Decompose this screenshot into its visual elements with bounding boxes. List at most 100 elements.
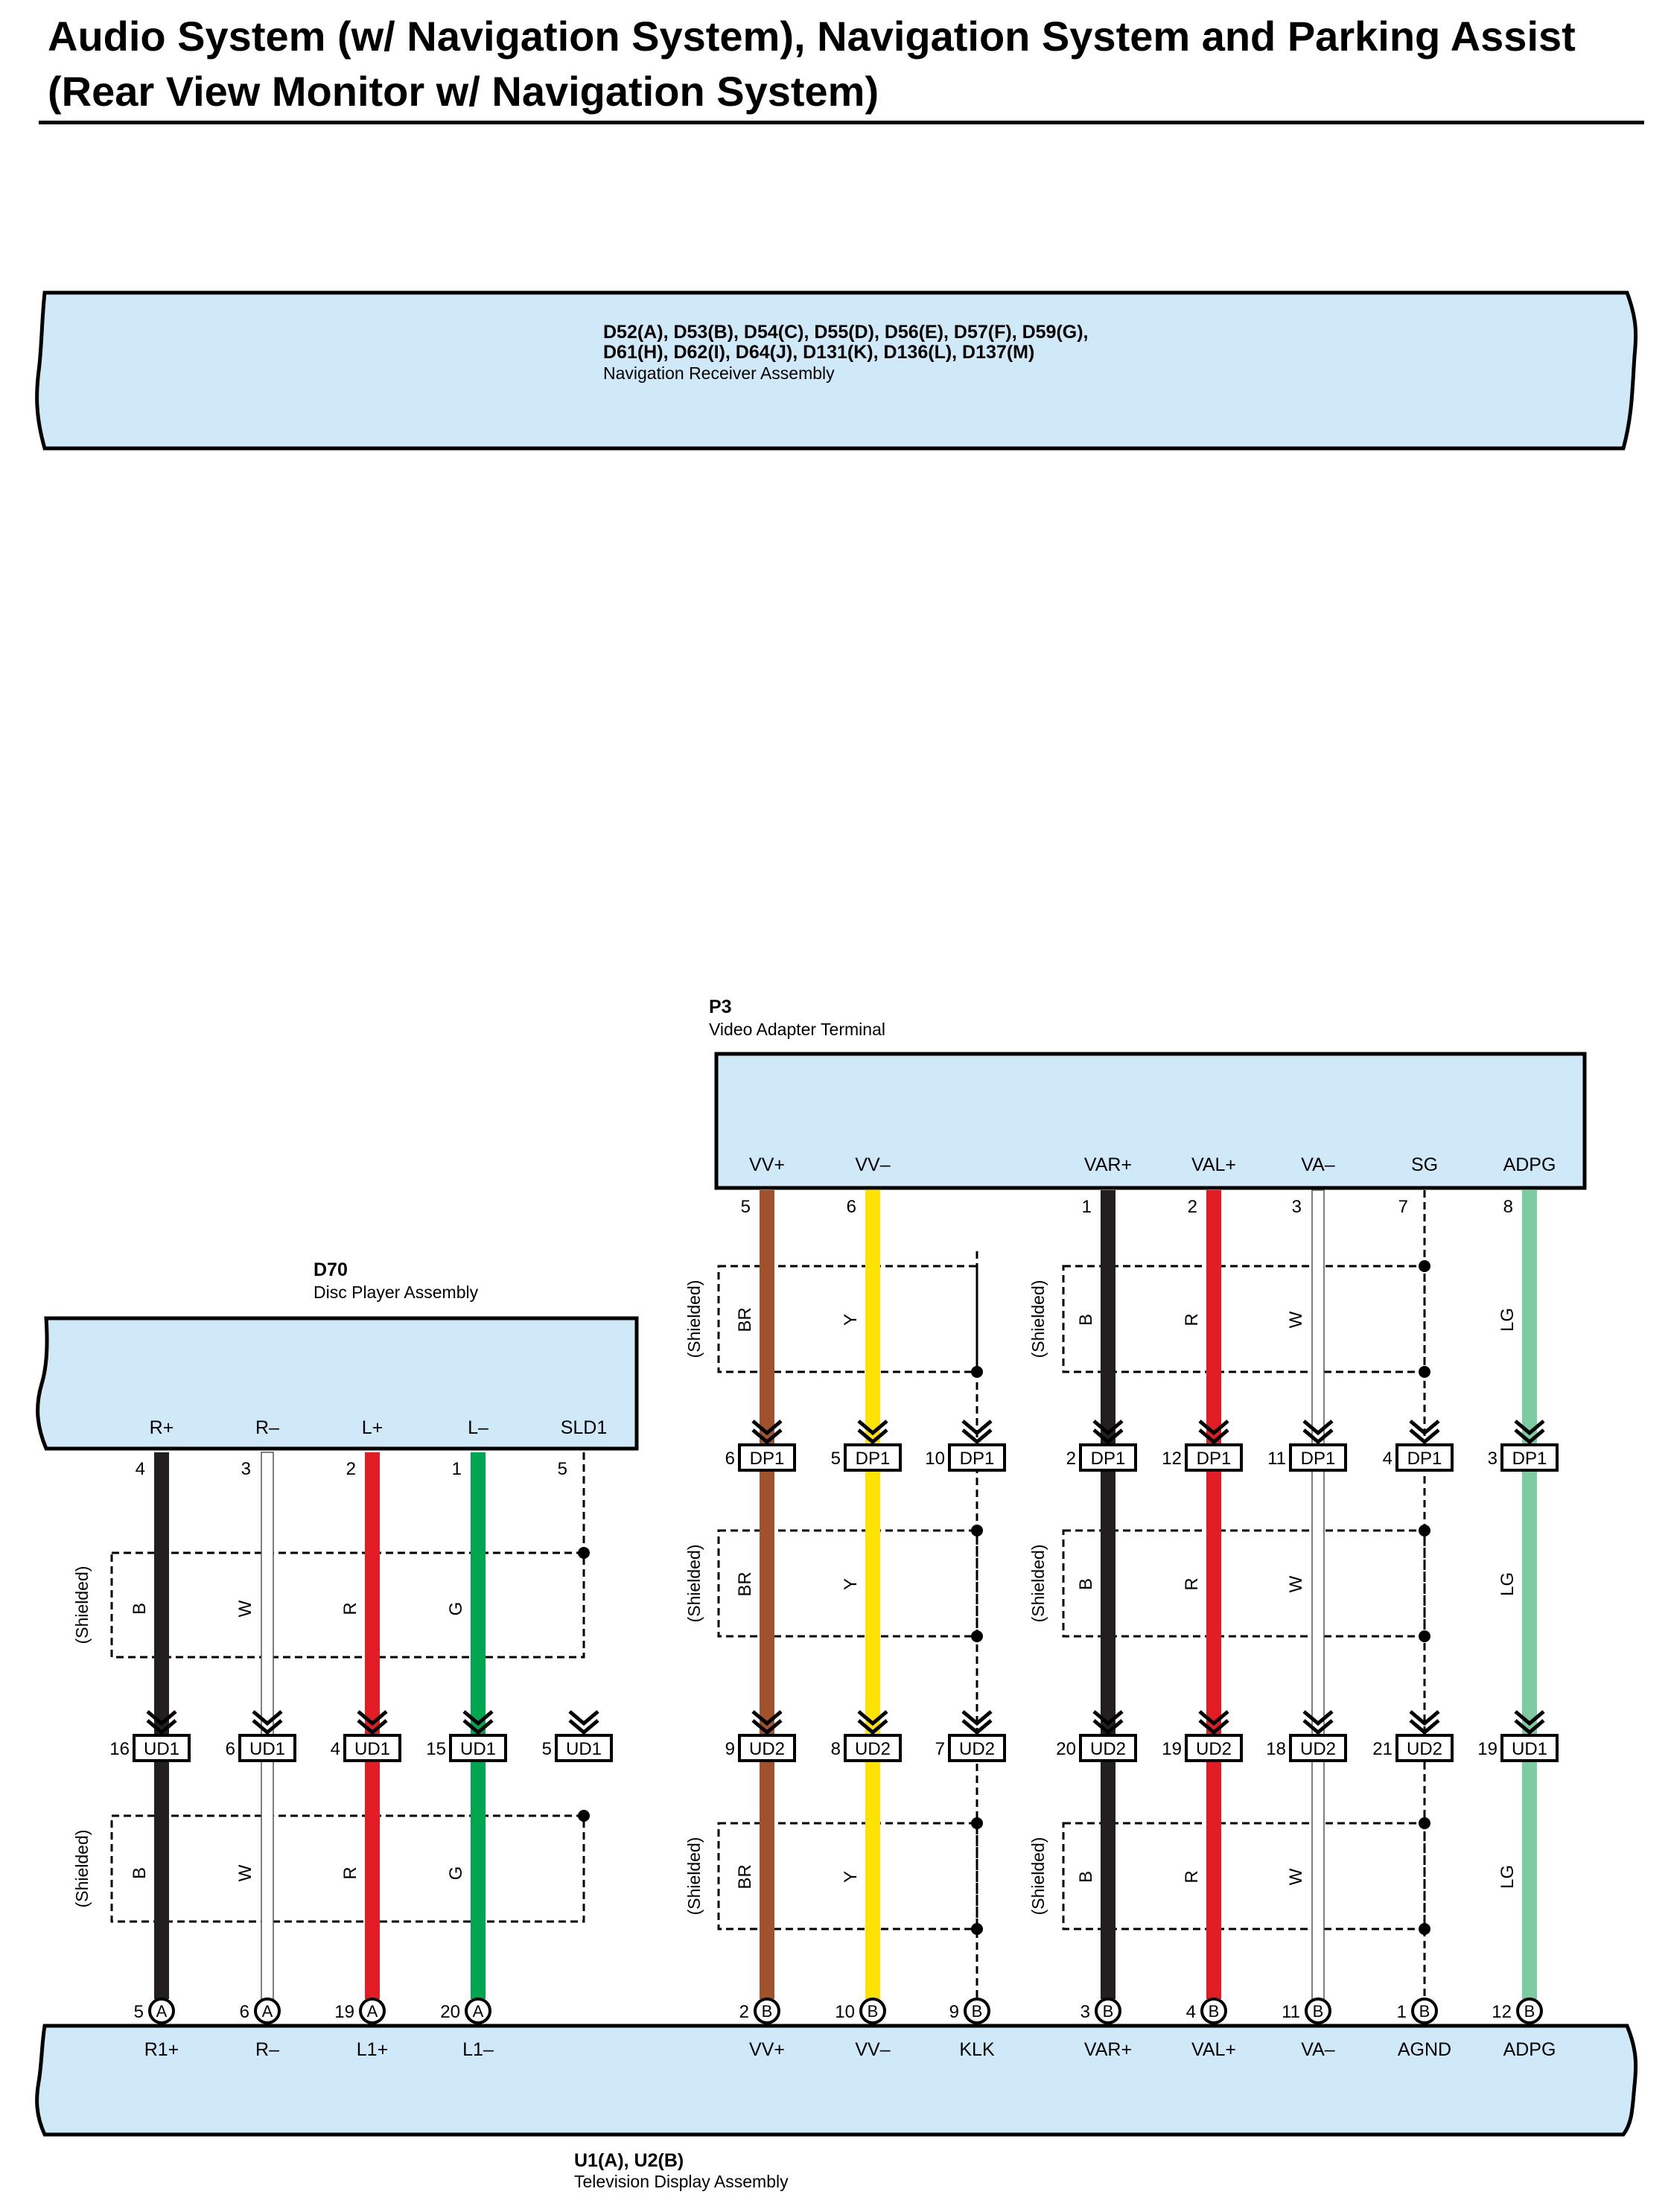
- connector-pin: 1: [1397, 2002, 1407, 2022]
- terminal-pin: 1: [452, 1459, 462, 1479]
- connector-letter: B: [1103, 2002, 1114, 2021]
- disc-player-assembly: D70 Disc Player Assembly: [36, 1259, 639, 1451]
- shield-label: (Shielded): [72, 1566, 92, 1644]
- video-adapter-code: P3: [709, 997, 732, 1017]
- connector-terminal-label: VV+: [749, 2039, 785, 2060]
- shield-3: (Shielded): [684, 1265, 983, 1378]
- junction-label: UD2: [1196, 1739, 1232, 1759]
- wire-color-label: B: [1076, 1314, 1096, 1326]
- navigation-receiver-panel: [35, 290, 1638, 451]
- junction-box: [133, 1734, 191, 1762]
- connector-circle: [1200, 1998, 1227, 2024]
- disc-player-panel: [36, 1316, 639, 1451]
- junction-label: UD2: [749, 1739, 785, 1759]
- junction-box: [1185, 1734, 1243, 1762]
- terminal-label: ADPG: [1503, 1154, 1556, 1175]
- connector-letter: A: [262, 2002, 273, 2021]
- connector-letter: B: [1209, 2002, 1220, 2021]
- shield-box: [110, 1814, 585, 1923]
- connector-terminal-label: VV–: [855, 2039, 890, 2060]
- junction-label: UD2: [855, 1739, 891, 1759]
- junction-pin: 2: [1066, 1449, 1076, 1469]
- connector-circle: [1305, 1998, 1331, 2024]
- terminal-label: VAL+: [1191, 1154, 1236, 1175]
- junction-pin: 11: [1267, 1449, 1286, 1469]
- junction-pin: 4: [331, 1739, 340, 1759]
- wire-color-label: W: [235, 1864, 255, 1881]
- wire-color-label: LG: [1497, 1865, 1518, 1889]
- junction-box: [238, 1734, 296, 1762]
- connector-terminal-label: AGND: [1398, 2039, 1451, 2060]
- shield-1: (Shielded): [72, 1547, 590, 1659]
- page-title: Audio System (w/ Navigation System), Nav…: [48, 13, 1576, 115]
- junction-box: [1185, 1443, 1243, 1472]
- terminal-pin: 2: [346, 1459, 356, 1479]
- video-adapter-name: Video Adapter Terminal: [709, 1020, 885, 1039]
- connector-terminal-label: ADPG: [1503, 2039, 1556, 2060]
- shield-box: [717, 1265, 978, 1373]
- wire-c11: [1311, 1189, 1325, 2000]
- junction-label: DP1: [960, 1449, 995, 1469]
- junction-pin: 3: [1488, 1449, 1497, 1469]
- connector-pin: 10: [835, 2002, 855, 2022]
- junction-pin: 4: [1383, 1449, 1392, 1469]
- connector-circle: [859, 1998, 886, 2024]
- junction-box: [1289, 1443, 1347, 1472]
- junction-pin: 5: [831, 1449, 841, 1469]
- connector-terminal-label: VA–: [1301, 2039, 1334, 2060]
- wire-color-label: BR: [735, 1864, 755, 1889]
- connector-pin: 6: [240, 2002, 249, 2022]
- junction-box: [738, 1734, 796, 1762]
- connector-letter: B: [972, 2002, 983, 2021]
- junction-pin: 7: [935, 1739, 945, 1759]
- junction-box: [1395, 1443, 1454, 1472]
- junction-box: [1500, 1443, 1559, 1472]
- shield-box: [1062, 1265, 1426, 1373]
- wire-color-label: BR: [735, 1571, 755, 1596]
- terminal-label: R–: [255, 1417, 279, 1438]
- terminal-label: L–: [468, 1417, 488, 1438]
- navigation-receiver-codes-line2: D61(H), D62(I), D64(J), D131(K), D136(L)…: [603, 342, 1034, 363]
- junction-pin: 19: [1477, 1739, 1497, 1759]
- connector-pin: 4: [1186, 2002, 1196, 2022]
- shield-label: (Shielded): [684, 1545, 704, 1623]
- connector-circle: [465, 1998, 491, 2024]
- junction-label: DP1: [750, 1449, 785, 1469]
- wire-color-label: Y: [841, 1871, 861, 1883]
- connector-letter: A: [156, 2002, 168, 2021]
- wire-color-label: B: [130, 1867, 150, 1879]
- shield-box: [717, 1529, 978, 1638]
- video-adapter-terminal: P3 Video Adapter Terminal: [709, 997, 1587, 1190]
- connector-circle: [1095, 1998, 1121, 2024]
- television-display-name: Television Display Assembly: [574, 2172, 789, 2191]
- shield-2: (Shielded): [72, 1810, 590, 1923]
- junction-pin: 21: [1372, 1739, 1392, 1759]
- junction-box: [1079, 1734, 1137, 1762]
- wire-color-label: BR: [735, 1307, 755, 1332]
- terminal-label: VAR+: [1084, 1154, 1132, 1175]
- terminal-pin: 4: [136, 1459, 145, 1479]
- junction-pin: 8: [831, 1739, 841, 1759]
- connector-letter: B: [762, 2002, 773, 2021]
- shield-box: [1062, 1822, 1426, 1930]
- junction-label: UD1: [566, 1739, 602, 1759]
- connector-terminal-label: R1+: [144, 2039, 179, 2060]
- junction-label: UD1: [144, 1739, 179, 1759]
- connector-pin: 9: [949, 2002, 959, 2022]
- connector-pin: 11: [1282, 2002, 1300, 2022]
- connector-circle: [359, 1998, 386, 2024]
- junction-label: UD1: [249, 1739, 285, 1759]
- junction-box: [1079, 1443, 1137, 1472]
- junction-pin: 18: [1266, 1739, 1286, 1759]
- connector-circle: [254, 1998, 281, 2024]
- terminal-pin: 3: [1292, 1197, 1302, 1217]
- television-display-code: U1(A), U2(B): [574, 2150, 684, 2171]
- shield-label: (Shielded): [72, 1830, 92, 1908]
- junction-label: UD2: [1300, 1739, 1336, 1759]
